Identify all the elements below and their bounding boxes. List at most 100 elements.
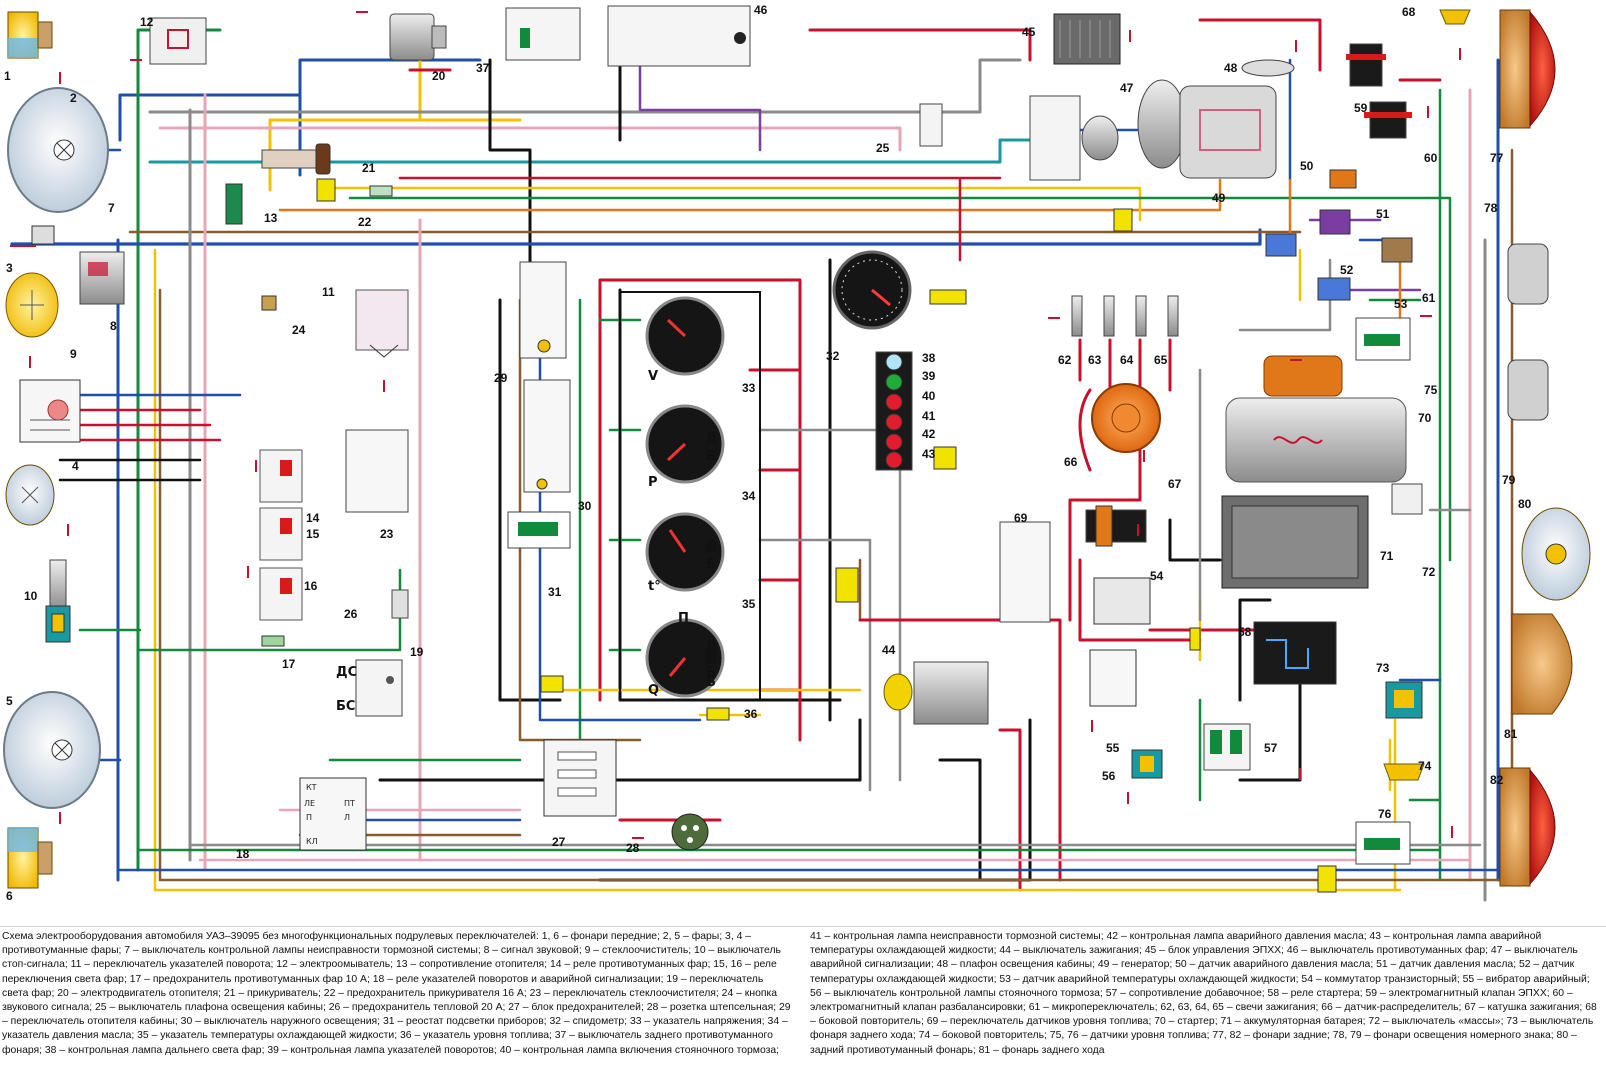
component-label: 18 <box>236 847 250 861</box>
wire-h5-green <box>348 196 1452 562</box>
component-label: 6 <box>6 889 13 903</box>
warning-lamp-cluster <box>875 351 913 471</box>
component-label: 71 <box>1380 549 1394 563</box>
component-label: 75 <box>1424 383 1438 397</box>
imbalance-solenoid-valve <box>1364 101 1412 139</box>
horn <box>79 251 125 305</box>
turn-relay-marking: КЛ <box>306 837 318 846</box>
ignition-coil <box>1085 505 1147 547</box>
gauge-terminal-label: Б <box>706 557 716 572</box>
component-label: 41 <box>922 409 936 423</box>
component-label: 25 <box>876 141 890 155</box>
wire-h4-yellow <box>328 186 1142 222</box>
component-label: 34 <box>742 489 756 503</box>
turn-signal-switch <box>355 289 409 358</box>
reverse-light-switch <box>1385 681 1423 719</box>
oil-pressure-sensor <box>1319 209 1351 235</box>
component-label: 22 <box>358 215 372 229</box>
speedometer <box>832 250 912 330</box>
connector-blocks <box>316 178 1337 893</box>
component-label: 4 <box>72 459 79 473</box>
connector-block <box>933 446 957 470</box>
component-label: 8 <box>110 319 117 333</box>
component-label: 54 <box>1150 569 1164 583</box>
ignition-distributor <box>1091 383 1161 453</box>
gauge-terminal-label: Д <box>706 431 718 446</box>
headlight-switch-marking: ДС <box>336 665 357 680</box>
wire-low-black <box>378 718 1032 882</box>
component-label: 17 <box>282 657 296 671</box>
wire-right-red <box>1068 78 1442 642</box>
parking-brake-switch <box>1131 749 1163 779</box>
gauge-letter: V <box>648 369 658 384</box>
component-label: 59 <box>1354 101 1368 115</box>
license-plate-lamp-1 <box>1507 243 1549 305</box>
component-label: 76 <box>1378 807 1392 821</box>
component-label: 65 <box>1154 353 1168 367</box>
component-label: 80 <box>1518 497 1532 511</box>
cabin-dome-light <box>1241 59 1295 77</box>
gauge-terminal-label: Д <box>706 651 718 666</box>
license-plate-lamp-2 <box>1507 359 1549 421</box>
component-label: 20 <box>432 69 446 83</box>
wire-top-gray <box>148 58 1022 114</box>
connector-block <box>929 289 967 305</box>
component-label: 82 <box>1490 773 1504 787</box>
gauge-terminal-label: Д <box>706 539 718 554</box>
rear-fog-switch <box>505 7 581 61</box>
thermal-fuse <box>391 589 409 619</box>
rear-lamp-top <box>1499 9 1556 129</box>
component-label: 78 <box>1484 201 1498 215</box>
wire-top-red <box>408 18 1322 72</box>
connector-block <box>1317 865 1337 893</box>
emergency-vibrator <box>1089 649 1137 707</box>
component-label: 28 <box>626 841 640 855</box>
component-label: 33 <box>742 381 756 395</box>
component-label: 60 <box>1424 151 1438 165</box>
rear-fog-lamp <box>1521 507 1591 601</box>
heater-resistor <box>225 183 243 225</box>
component-label: 70 <box>1418 411 1432 425</box>
fuel-level-sensor-1 <box>1355 317 1411 361</box>
wire-top-green <box>136 28 222 872</box>
wire-left-blue <box>53 148 242 762</box>
fuel-level-gauge <box>645 618 725 698</box>
component-label: 9 <box>70 347 77 361</box>
component-label: 31 <box>548 585 562 599</box>
component-label: 47 <box>1120 81 1134 95</box>
wire-v-gray <box>188 108 1487 902</box>
power-socket <box>671 813 709 851</box>
cigarette-lighter <box>261 143 331 175</box>
side-repeater-top <box>1439 9 1471 25</box>
wire-h1-blue <box>10 228 1262 246</box>
component-label: 69 <box>1014 511 1028 525</box>
component-label: 12 <box>140 15 154 29</box>
alternator <box>1137 79 1277 179</box>
gauge-letters: VPt°Q <box>648 369 661 698</box>
rear-lamp-bottom <box>1499 767 1556 887</box>
wire-v-blue <box>116 58 1500 882</box>
fog-light-fuse <box>261 635 285 647</box>
side-repeater-bottom <box>1383 763 1425 781</box>
component-label: 52 <box>1340 263 1354 277</box>
component-label: 40 <box>922 389 936 403</box>
component-label: 36 <box>744 707 758 721</box>
caption-right-column: 41 – контрольная лампа неисправности тор… <box>810 931 1597 1056</box>
component-label: 79 <box>1502 473 1516 487</box>
connector-block <box>706 707 730 721</box>
fuel-level-sensor-2 <box>1355 821 1411 865</box>
turn-relay-marking: Л <box>344 813 350 822</box>
component-label: 45 <box>1022 25 1036 39</box>
gauge-cluster-frame <box>619 291 761 701</box>
spark-plugs <box>1071 295 1179 337</box>
exterior-light-switch <box>523 379 571 493</box>
component-label: 50 <box>1300 159 1314 173</box>
gauge-letter: P <box>648 475 658 490</box>
component-label: 35 <box>742 597 756 611</box>
component-label: 62 <box>1058 353 1072 367</box>
turn-relay-marking: П <box>306 813 312 822</box>
gauge-letter: t° <box>648 579 661 594</box>
brake-warning-switch <box>10 225 55 247</box>
diagram-caption: Схема электрооборудования автомобиля УАЗ… <box>0 926 1606 1079</box>
